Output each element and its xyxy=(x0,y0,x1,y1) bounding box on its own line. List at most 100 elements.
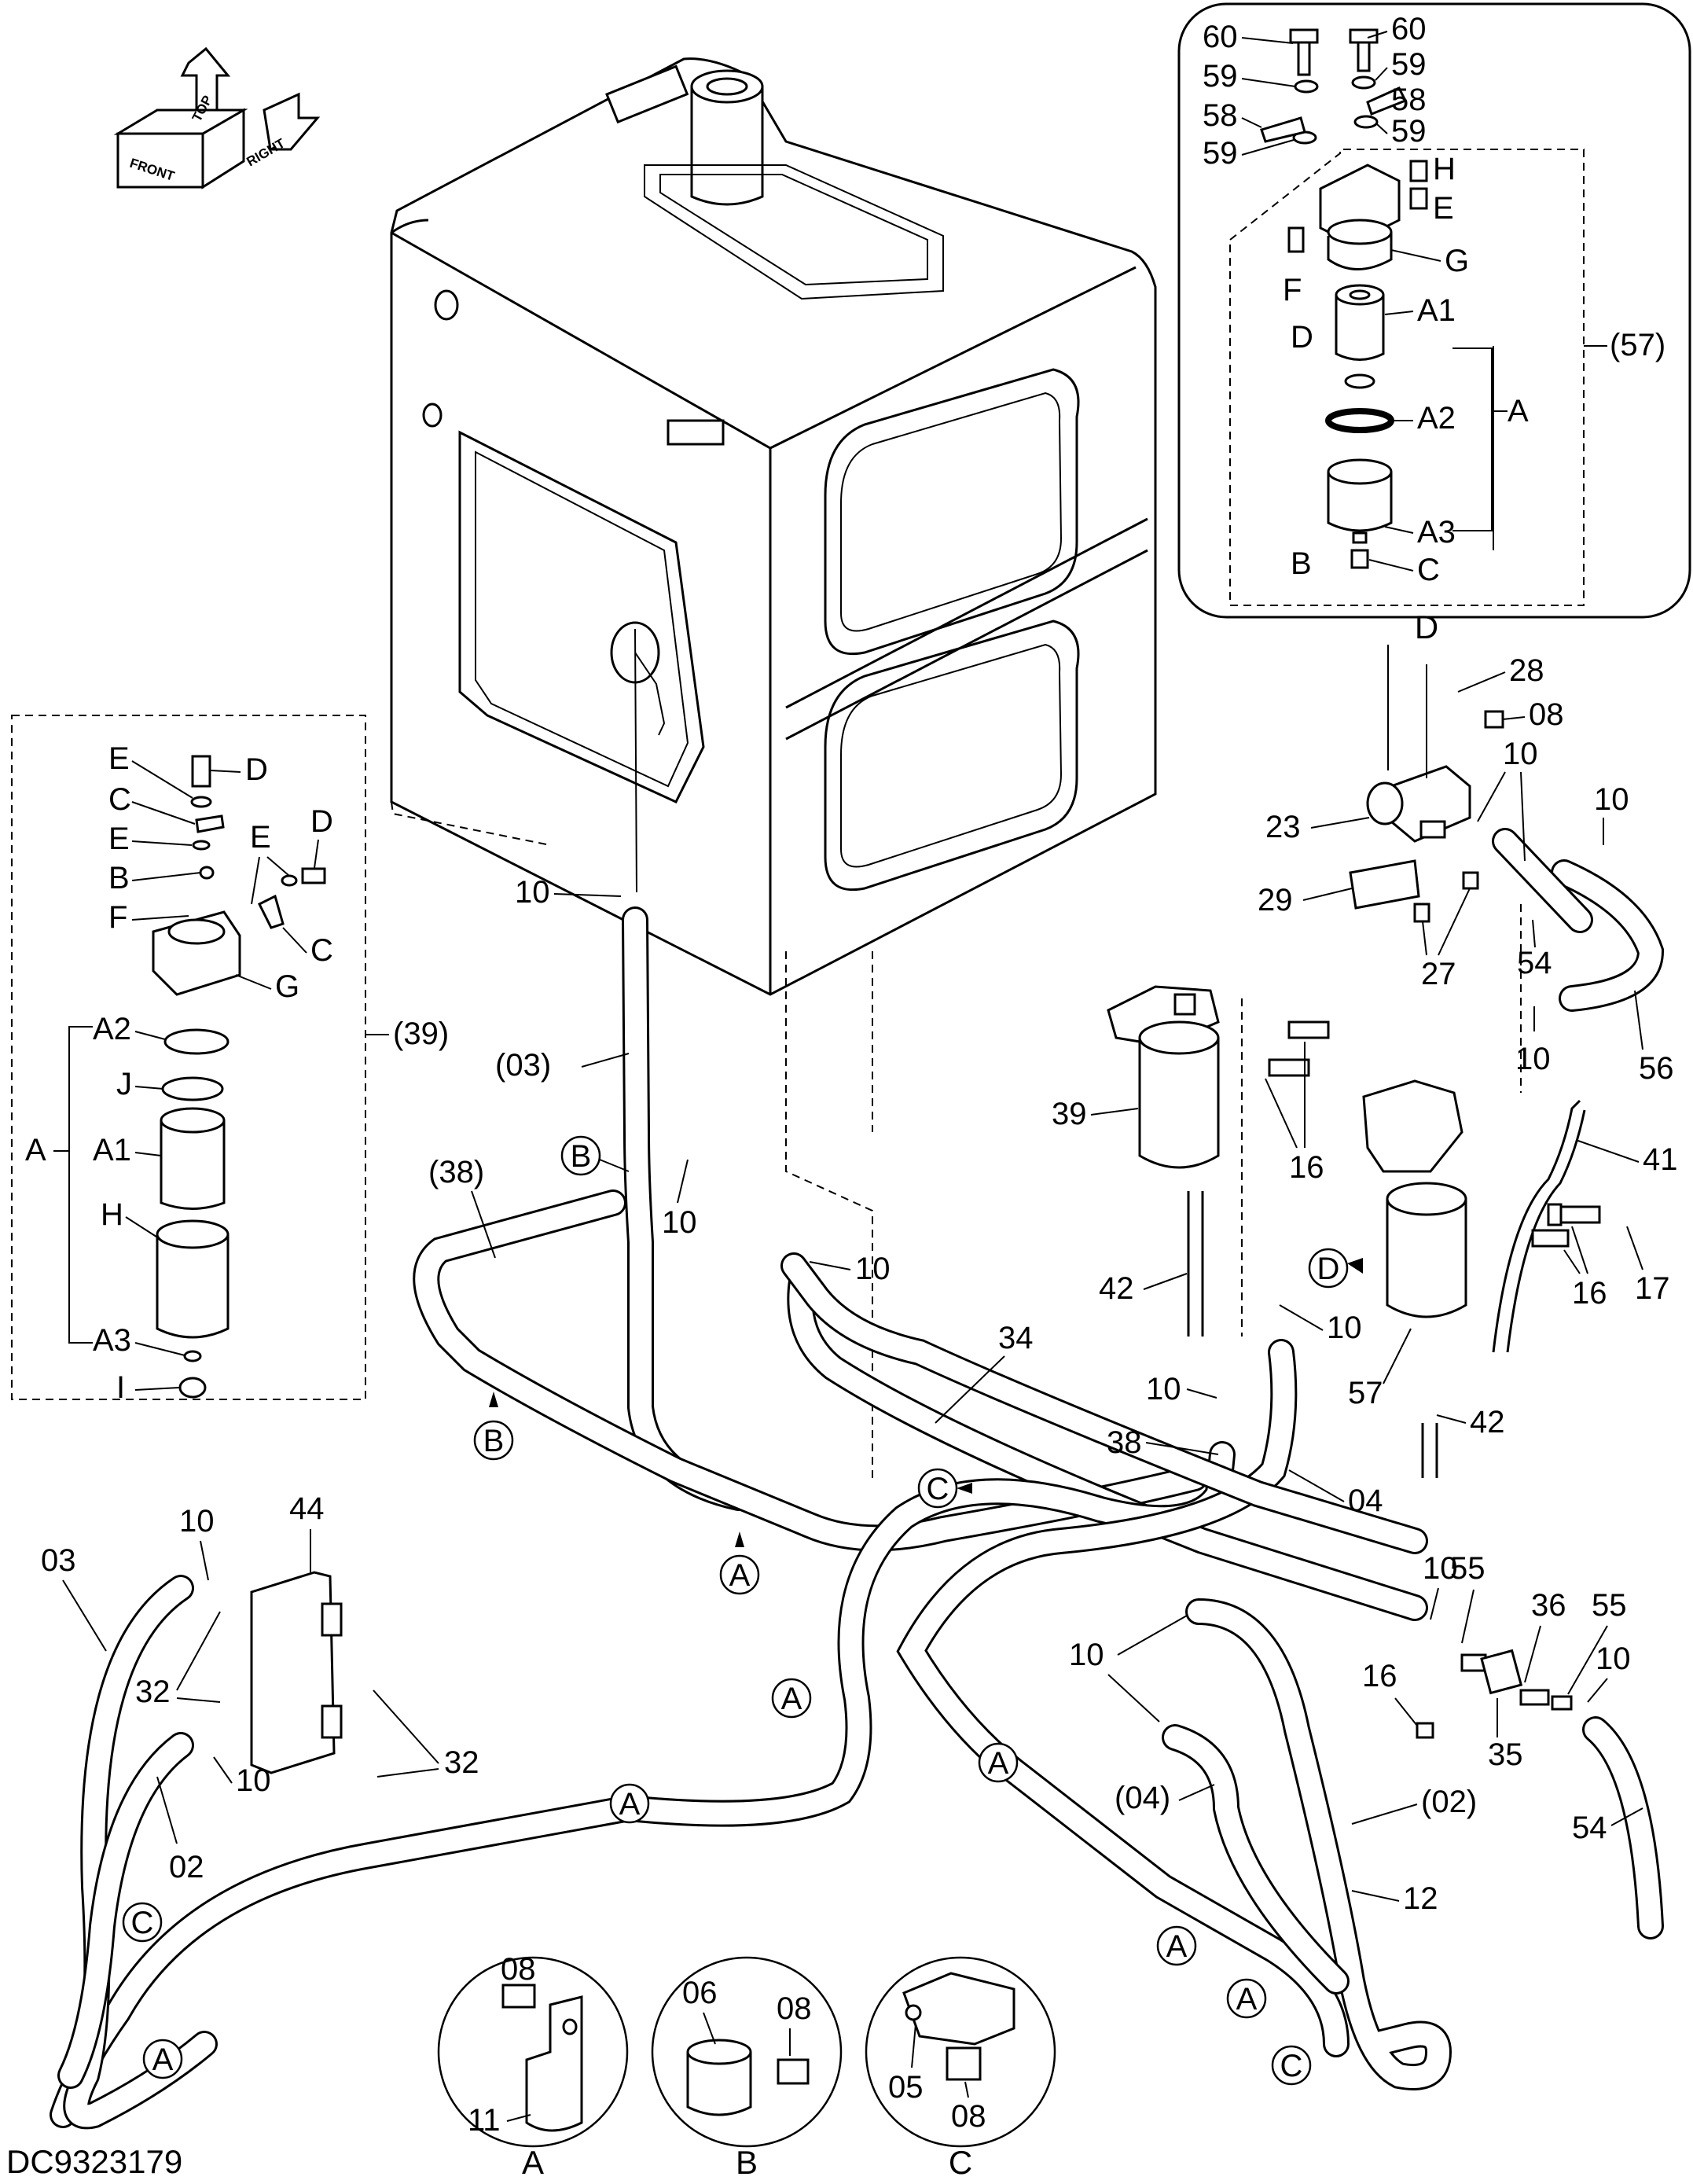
fuel-pump-23 xyxy=(1349,645,1504,923)
label-39-A2: A2 xyxy=(93,1012,131,1046)
detail-c-caption: C xyxy=(949,2144,972,2180)
marker-a-5: A xyxy=(1156,1925,1197,1966)
label-02-paren: (02) xyxy=(1421,1785,1477,1819)
label-16-c: 16 xyxy=(1362,1659,1397,1693)
label-39-D1: D xyxy=(245,752,268,787)
label-57-assy: (57) xyxy=(1610,328,1665,362)
label-55-a: 55 xyxy=(1450,1551,1486,1586)
marker-c-3-label: C xyxy=(131,1906,154,1940)
detail-57-labels: 60 60 59 59 58 58 59 59 H E G F A1 D A2 … xyxy=(1203,12,1665,645)
orientation-arrow-icon: FRONT TOP RIGHT xyxy=(113,46,321,189)
label-29: 29 xyxy=(1258,883,1293,917)
label-39-E2: E xyxy=(108,822,130,856)
marker-a-4-label: A xyxy=(988,1746,1009,1781)
label-04: 04 xyxy=(1348,1484,1383,1518)
label-39-C1: C xyxy=(108,782,131,817)
detail-b-caption: B xyxy=(736,2144,758,2180)
marker-a-6-label: A xyxy=(1236,1982,1258,2017)
label-39-J: J xyxy=(116,1067,132,1101)
fuel-cooler-44 xyxy=(250,1571,343,1774)
label-39-A: A xyxy=(25,1133,46,1167)
label-03: 03 xyxy=(41,1543,76,1578)
label-54-a: 54 xyxy=(1517,946,1552,980)
label-10-h: 10 xyxy=(1146,1372,1181,1406)
clamp-markers: B B C A A A A xyxy=(122,1135,1363,2086)
label-39-assy: (39) xyxy=(393,1017,449,1051)
marker-c-2-label: C xyxy=(1280,2049,1303,2083)
fuel-tank xyxy=(390,57,1157,996)
label-08: 08 xyxy=(1529,697,1564,732)
label-10-f: 10 xyxy=(1515,1042,1551,1076)
marker-a-2: A xyxy=(771,1678,812,1719)
label-10-tank: 10 xyxy=(515,875,550,910)
label-57-59d: 59 xyxy=(1391,114,1427,149)
label-57-C: C xyxy=(1417,553,1440,587)
label-39-F: F xyxy=(108,900,127,935)
detail-39-panel xyxy=(11,715,389,1400)
label-32-a: 32 xyxy=(135,1675,171,1709)
label-39-I: I xyxy=(116,1370,125,1405)
label-57-A3: A3 xyxy=(1417,515,1456,550)
label-10-j: 10 xyxy=(236,1763,271,1798)
drawing-number: DC9323179 xyxy=(6,2143,182,2180)
marker-d-label: D xyxy=(1317,1252,1340,1286)
filter-57 xyxy=(1362,1079,1601,1318)
label-23: 23 xyxy=(1265,810,1301,844)
label-57-G: G xyxy=(1445,244,1469,278)
label-57-B: B xyxy=(1291,546,1312,581)
detail-view-a xyxy=(437,1956,629,2148)
label-34: 34 xyxy=(998,1321,1034,1355)
label-32-b: 32 xyxy=(444,1745,479,1780)
marker-d: D xyxy=(1308,1248,1363,1289)
label-16-a: 16 xyxy=(1289,1150,1324,1185)
label-57: 57 xyxy=(1348,1376,1383,1410)
label-03-paren: (03) xyxy=(495,1048,551,1083)
marker-a-1-label: A xyxy=(729,1558,751,1593)
label-57-F: F xyxy=(1283,273,1302,307)
detail-b-08: 08 xyxy=(777,1991,812,2026)
label-10-c: 10 xyxy=(855,1252,891,1286)
label-35: 35 xyxy=(1488,1737,1523,1772)
marker-b-upper-label: B xyxy=(571,1139,592,1174)
detail-39-labels: E D C E E D B F C G A2 J A A1 H A3 I (39… xyxy=(25,741,449,1405)
label-04-paren: (04) xyxy=(1115,1781,1170,1815)
marker-c-1-label: C xyxy=(927,1472,949,1506)
label-56: 56 xyxy=(1639,1051,1674,1086)
marker-c-1: C xyxy=(917,1468,972,1509)
label-39-D2: D xyxy=(310,804,333,839)
label-57-59b: 59 xyxy=(1391,47,1427,82)
label-39-G: G xyxy=(275,969,299,1004)
fitting-group-35 xyxy=(1416,1649,1573,1739)
marker-a-5-label: A xyxy=(1166,1929,1188,1964)
label-39-B: B xyxy=(108,861,130,895)
detail-view-b xyxy=(651,1956,843,2148)
marker-a-2-label: A xyxy=(781,1682,802,1716)
detail-view-c xyxy=(865,1956,1056,2148)
label-39-A3: A3 xyxy=(93,1323,131,1358)
label-28: 28 xyxy=(1509,653,1544,688)
label-02: 02 xyxy=(169,1850,204,1884)
label-57-E: E xyxy=(1433,191,1454,226)
label-57-D: D xyxy=(1291,320,1313,355)
label-38: 38 xyxy=(1107,1425,1142,1460)
label-57-59c: 59 xyxy=(1203,136,1238,171)
label-57-A: A xyxy=(1508,394,1529,428)
label-54-b: 54 xyxy=(1572,1811,1607,1845)
marker-b-lower: B xyxy=(473,1392,514,1461)
label-39-A1: A1 xyxy=(93,1133,131,1167)
marker-c-2: C xyxy=(1271,2045,1312,2086)
label-39-E3: E xyxy=(250,820,271,855)
label-39-C2: C xyxy=(310,933,333,968)
label-27: 27 xyxy=(1421,957,1456,991)
label-55-b: 55 xyxy=(1592,1588,1627,1623)
filter-39 xyxy=(1107,985,1330,1169)
detail-c-05: 05 xyxy=(888,2070,924,2105)
label-44: 44 xyxy=(289,1491,325,1526)
marker-a-7: A xyxy=(142,2039,183,2079)
detail-c-08: 08 xyxy=(951,2099,986,2134)
detail-a-11: 11 xyxy=(468,2103,501,2138)
detail-a-08: 08 xyxy=(501,1952,536,1987)
marker-a-3-label: A xyxy=(619,1787,641,1822)
